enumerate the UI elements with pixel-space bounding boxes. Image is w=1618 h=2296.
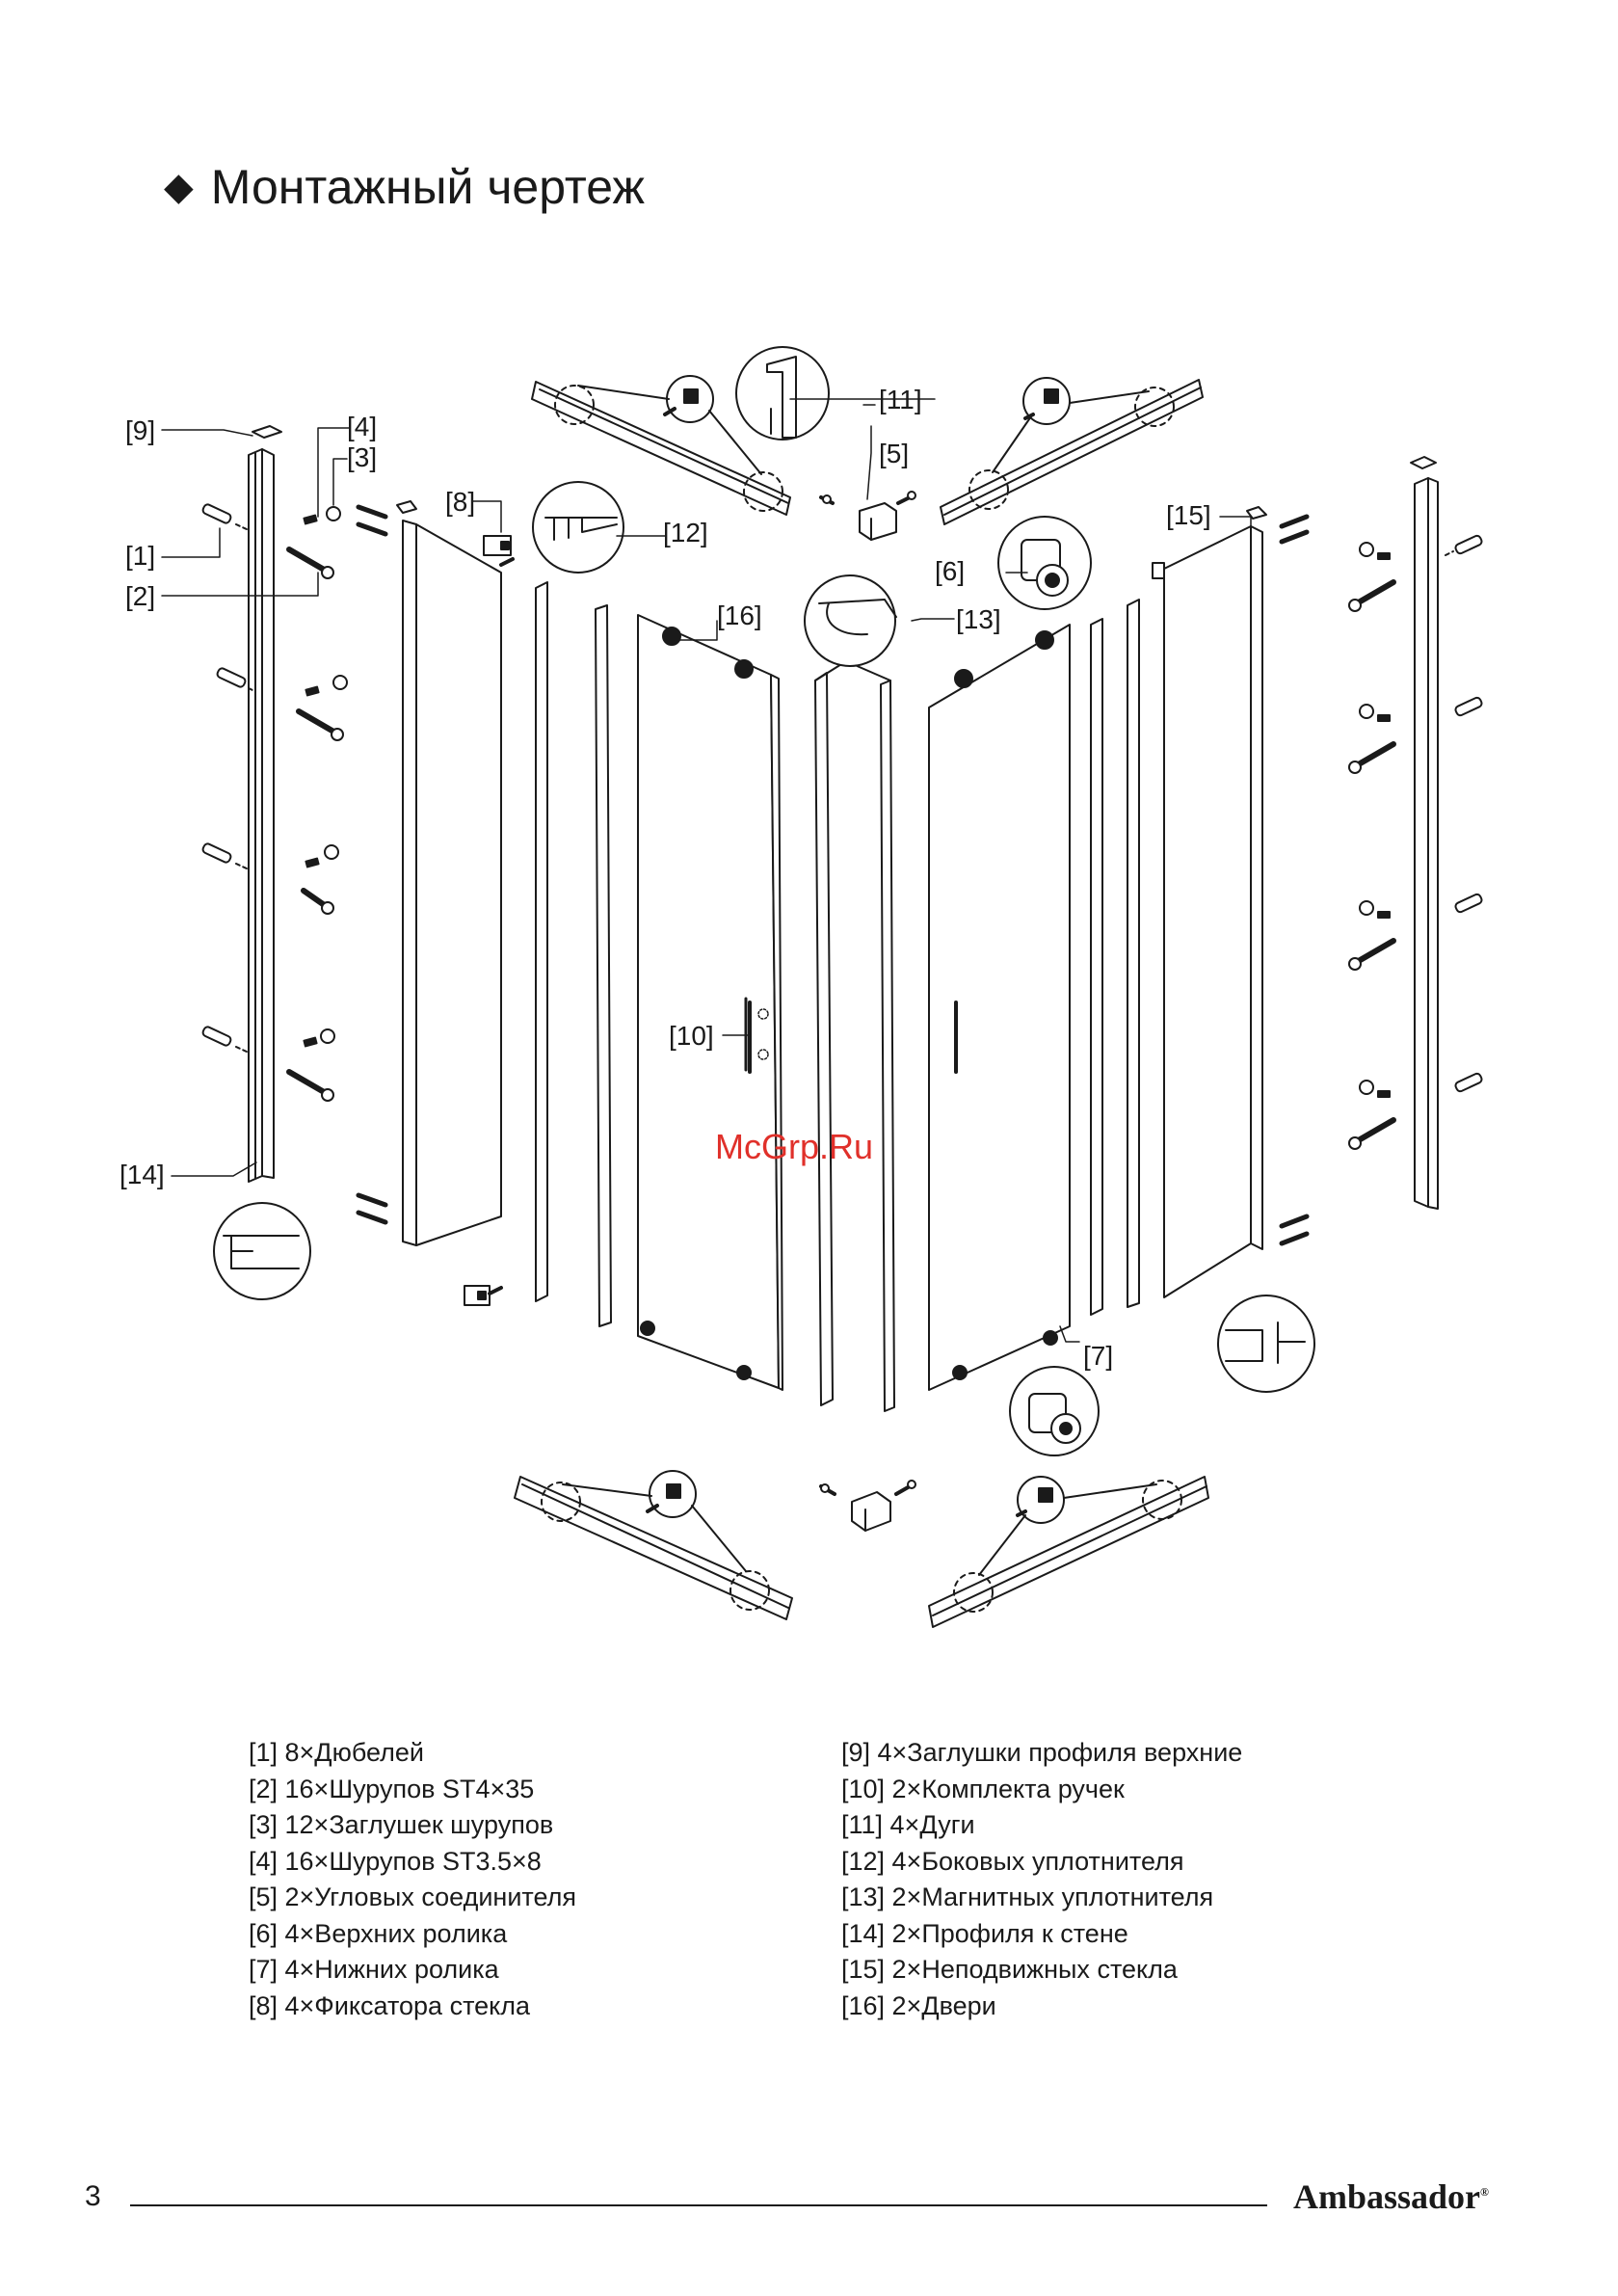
part-item-10: [10] 2×Комплекта ручек [841, 1774, 1125, 1803]
part-item-11: [11] 4×Дуги [841, 1810, 975, 1839]
brand-logo: Ambassador® [1293, 2176, 1489, 2217]
arc-profile-detail [735, 346, 830, 441]
door-handle-left [748, 1001, 769, 1074]
wall-profile-detail-left [213, 1202, 311, 1300]
right-door [928, 624, 1071, 1391]
callout-12: [12] [663, 518, 708, 547]
top-arc-left [531, 375, 791, 516]
registered-mark: ® [1480, 2185, 1489, 2199]
callout-6: [6] [935, 556, 965, 586]
part-item-4: [4] 16×Шурупов ST3.5×8 [249, 1846, 542, 1876]
left-wall-profile [248, 448, 275, 1183]
wall-profile-detail-right [1217, 1295, 1315, 1393]
left-wall-fasteners [201, 503, 348, 1102]
part-item-2: [2] 16×Шурупов ST4×35 [249, 1774, 535, 1803]
bottom-roller-detail [1009, 1366, 1100, 1456]
left-door [637, 614, 783, 1391]
page-number: 3 [85, 2180, 101, 2212]
diamond-bullet-icon: ◆ [164, 166, 194, 208]
left-side-seal [535, 581, 612, 1327]
part-item-13: [13] 2×Магнитных уплотнителя [841, 1882, 1214, 1911]
part-item-8: [8] 4×Фиксатора стекла [249, 1990, 531, 2020]
bottom-arc-right [928, 1476, 1209, 1628]
callout-14: [14] [119, 1160, 165, 1189]
magnetic-seal-detail [804, 574, 897, 667]
callout-3: [3] [347, 442, 377, 472]
top-roller-detail [997, 516, 1092, 610]
part-item-9: [9] 4×Заглушки профиля верхние [841, 1738, 1243, 1767]
callout-9: [9] [125, 415, 155, 445]
callout-2: [2] [125, 581, 155, 611]
callout-10: [10] [669, 1021, 714, 1051]
callout-5: [5] [879, 439, 909, 468]
page-title-text: Монтажный чертеж [210, 160, 645, 214]
left-fixed-glass [356, 500, 502, 1246]
brand-name: Ambassador [1293, 2177, 1481, 2216]
callout-7: [7] [1083, 1341, 1113, 1371]
callout-8: [8] [445, 487, 475, 517]
callout-4: [4] [347, 412, 377, 441]
callout-13: [13] [956, 604, 1001, 634]
part-item-5: [5] 2×Угловых соединителя [249, 1882, 576, 1911]
callout-16: [16] [717, 601, 762, 630]
center-magnetic-seals [814, 660, 895, 1412]
part-item-1: [1] 8×Дюбелей [249, 1738, 424, 1767]
left-wall-cap [252, 425, 282, 439]
callout-15: [15] [1166, 500, 1211, 530]
glass-fixator-top [483, 535, 515, 567]
part-item-6: [6] 4×Верхних ролика [249, 1918, 508, 1948]
callout-labels: [9] [4] [3] [8] [1] [2] [11] [5] [12] [1… [119, 385, 1211, 1371]
parts-list-right: [9] 4×Заглушки профиля верхние [10] 2×Ко… [841, 1735, 1242, 2024]
parts-list-left: [1] 8×Дюбелей [2] 16×Шурупов ST4×35 [3] … [249, 1735, 576, 2024]
glass-fixator-bottom [464, 1285, 503, 1306]
right-fixed-glass [1152, 506, 1310, 1298]
right-side-seals [1090, 599, 1140, 1316]
callout-1: [1] [125, 541, 155, 571]
right-wall-fasteners [1348, 534, 1483, 1150]
part-item-7: [7] 4×Нижних ролика [249, 1955, 499, 1984]
top-corner-connector [819, 491, 916, 541]
footer-divider [130, 2204, 1267, 2206]
leader-lines [161, 398, 1252, 1343]
bottom-arc-left [514, 1470, 793, 1620]
side-seal-detail [532, 481, 624, 574]
part-item-12: [12] 4×Боковых уплотнителя [841, 1846, 1184, 1876]
part-item-16: [16] 2×Двери [841, 1990, 996, 2020]
watermark: McGrp.Ru [715, 1127, 873, 1166]
part-item-3: [3] 12×Заглушек шурупов [249, 1810, 554, 1839]
page-title: ◆ Монтажный чертеж [164, 159, 645, 215]
right-wall-profile [1410, 456, 1439, 1210]
part-item-14: [14] 2×Профиля к стене [841, 1918, 1128, 1948]
top-arc-right [940, 377, 1204, 525]
bottom-corner-connector [819, 1480, 916, 1532]
part-item-15: [15] 2×Неподвижных стекла [841, 1955, 1178, 1984]
callout-11: [11] [879, 385, 922, 414]
